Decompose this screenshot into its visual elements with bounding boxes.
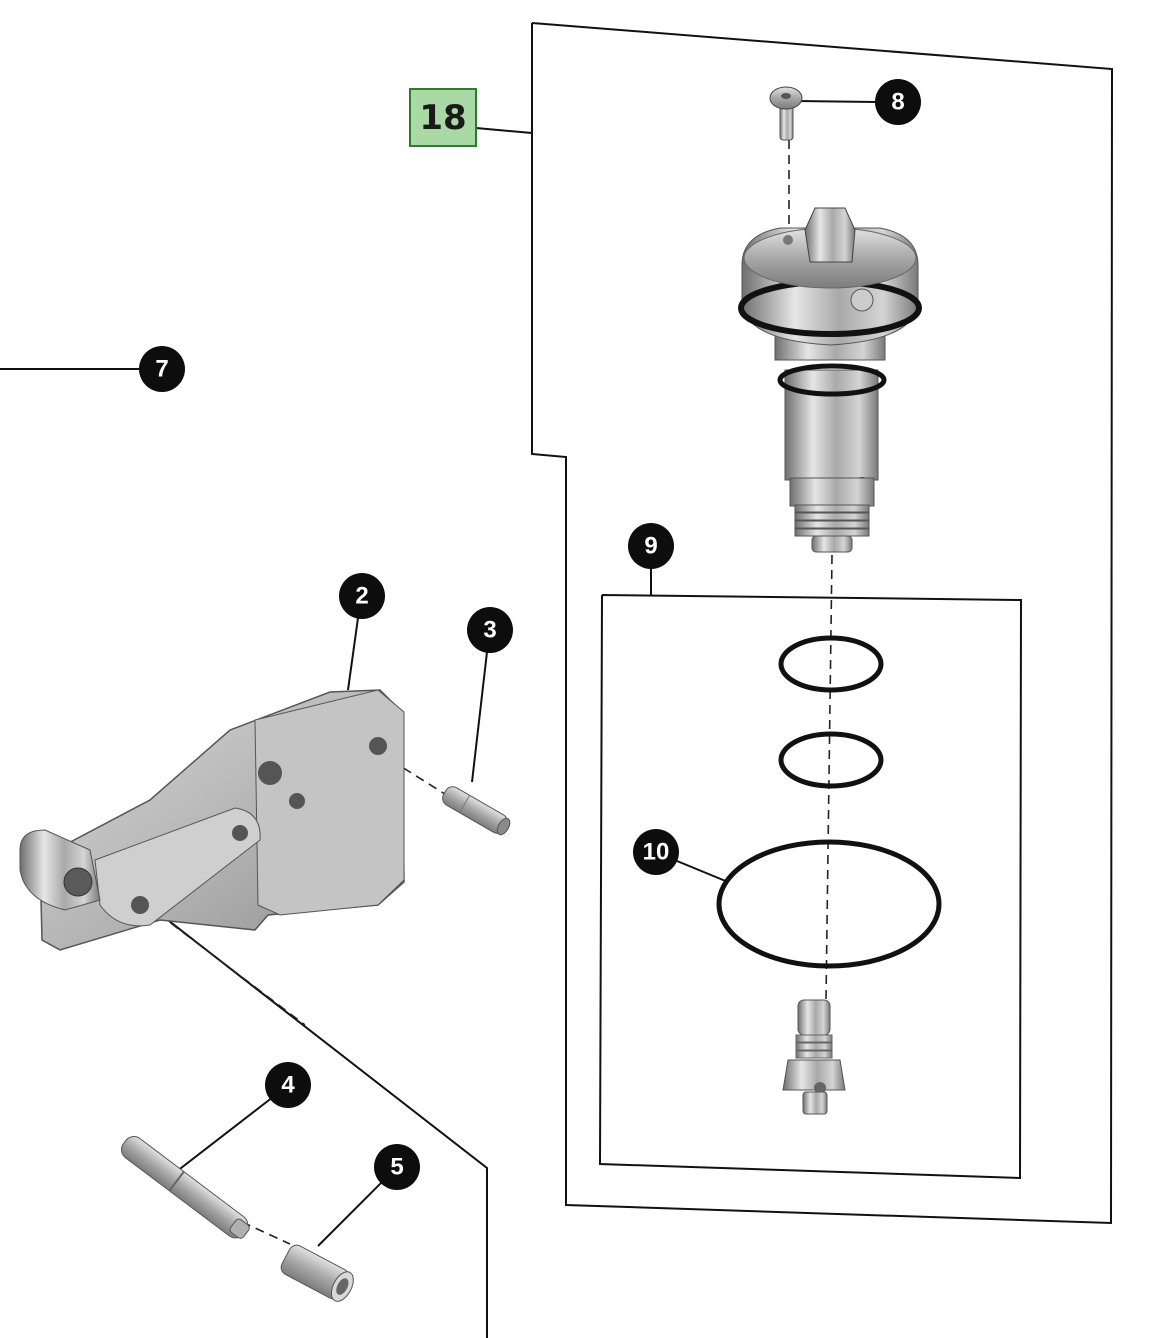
callout-10-text: 10 [643,839,670,866]
bleed-screw [782,999,846,1115]
callout-3: 3 [467,607,513,653]
leader-5 [317,1179,385,1247]
leader-4 [171,1096,274,1176]
leader-lines [0,100,877,1247]
valve-housing-bracket [19,689,405,951]
leader-18 [475,127,533,134]
callout-9: 9 [628,523,674,569]
bushing [280,1244,354,1302]
callout-3-text: 3 [483,617,496,644]
callout-8: 8 [875,79,921,125]
callout-5-text: 5 [390,1154,403,1181]
callout-5: 5 [374,1144,420,1190]
leader-2 [347,617,359,691]
leader-10 [676,860,729,883]
callout-10: 10 [633,829,679,875]
subgroup-boundary-line [154,909,488,1338]
callout-4: 4 [265,1062,311,1108]
dowel-pin [442,786,511,836]
assembly-label-18: 18 [409,88,477,147]
callout-2-text: 2 [355,583,368,610]
o-ring-lower [778,731,884,789]
assembly-axes [146,140,833,1245]
leader-8 [796,100,877,103]
kit-frame-9 [598,594,1023,1180]
callout-7-text: 7 [155,356,168,383]
callout-2: 2 [339,573,385,619]
assembly-frame-18 [531,22,1114,1225]
cartridge-valve [738,207,922,553]
assembly-label-text: 18 [419,98,466,138]
callout-8-text: 8 [891,89,904,116]
button-head-screw [769,86,803,141]
callout-9-text: 9 [644,533,657,560]
pivot-shaft [120,1135,250,1239]
callout-4-text: 4 [281,1072,295,1099]
callout-7: 7 [139,346,185,392]
large-o-ring [716,839,942,969]
leader-3 [471,651,488,783]
o-ring-upper [778,635,884,693]
